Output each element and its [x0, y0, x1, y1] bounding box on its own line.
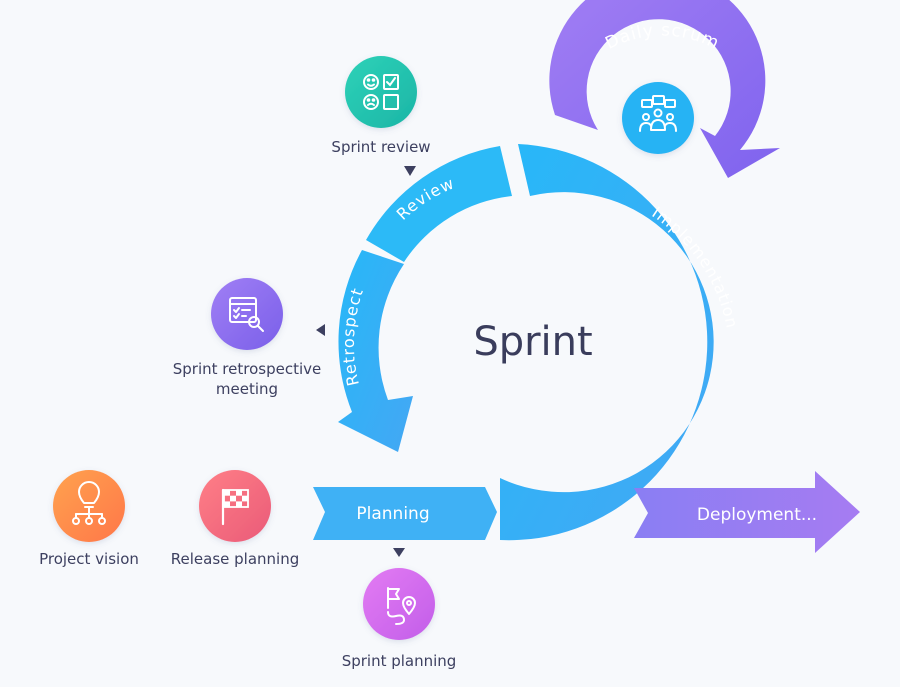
review-arc	[366, 146, 512, 262]
sprint-retrospective-node: Sprint retrospective meeting	[173, 278, 321, 398]
daily-scrum-circle	[622, 82, 694, 154]
feedback-grid-icon	[363, 74, 399, 110]
retrospective-label-line1: Sprint retrospective	[173, 360, 321, 378]
release-planning-circle	[199, 470, 271, 542]
project-vision-node: Project vision	[39, 470, 139, 568]
retrospective-label-line2: meeting	[216, 380, 278, 398]
checklist-search-icon	[229, 297, 264, 332]
sprint-review-circle	[345, 56, 417, 128]
flag-route-icon	[387, 587, 416, 625]
retrospective-circle	[211, 278, 283, 350]
sprint-planning-circle	[363, 568, 435, 640]
daily-scrum-node	[622, 82, 694, 154]
sprint-planning-node: Sprint planning	[342, 568, 457, 670]
sprint-planning-label: Sprint planning	[342, 652, 457, 670]
review-pointer	[404, 166, 416, 176]
release-planning-node: Release planning	[171, 470, 299, 568]
sprint-review-node: Sprint review	[331, 56, 431, 156]
lightbulb-network-icon	[72, 481, 106, 525]
planning-pointer	[393, 548, 405, 557]
deployment-arrow	[634, 471, 860, 553]
implementation-arc	[500, 144, 714, 541]
team-meeting-icon	[639, 95, 677, 132]
sprint-review-label: Sprint review	[331, 138, 430, 156]
implementation-label: Implementation	[649, 203, 741, 331]
planning-bar	[313, 487, 497, 540]
sprint-cycle: Review Implementation Retrospect Plannin…	[313, 144, 742, 541]
deployment-label: Deployment...	[697, 505, 817, 525]
retro-pointer	[316, 324, 325, 336]
deployment-arrow-group: Deployment...	[634, 471, 860, 553]
planning-label: Planning	[356, 504, 429, 524]
daily-scrum-arrow	[549, 0, 780, 178]
project-vision-label: Project vision	[39, 550, 139, 568]
checkered-flag-icon	[221, 488, 249, 526]
release-planning-label: Release planning	[171, 550, 299, 568]
retrospect-arc	[338, 250, 413, 452]
sprint-title: Sprint	[473, 319, 592, 365]
svg-text:Implementation: Implementation	[649, 203, 742, 331]
